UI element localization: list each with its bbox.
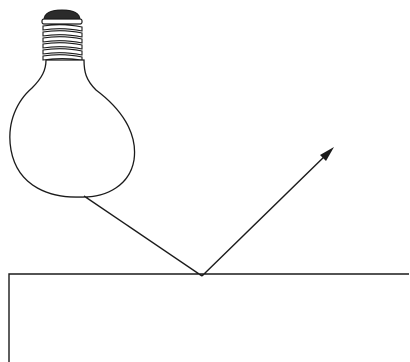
light-bulb-icon [10, 10, 135, 197]
bulb-base-rim [42, 19, 82, 24]
bulb-screw-threads [43, 25, 82, 60]
reflected-ray [202, 147, 334, 276]
incident-ray [84, 196, 202, 276]
reflecting-surface [9, 274, 409, 362]
bulb-glass [10, 60, 135, 197]
